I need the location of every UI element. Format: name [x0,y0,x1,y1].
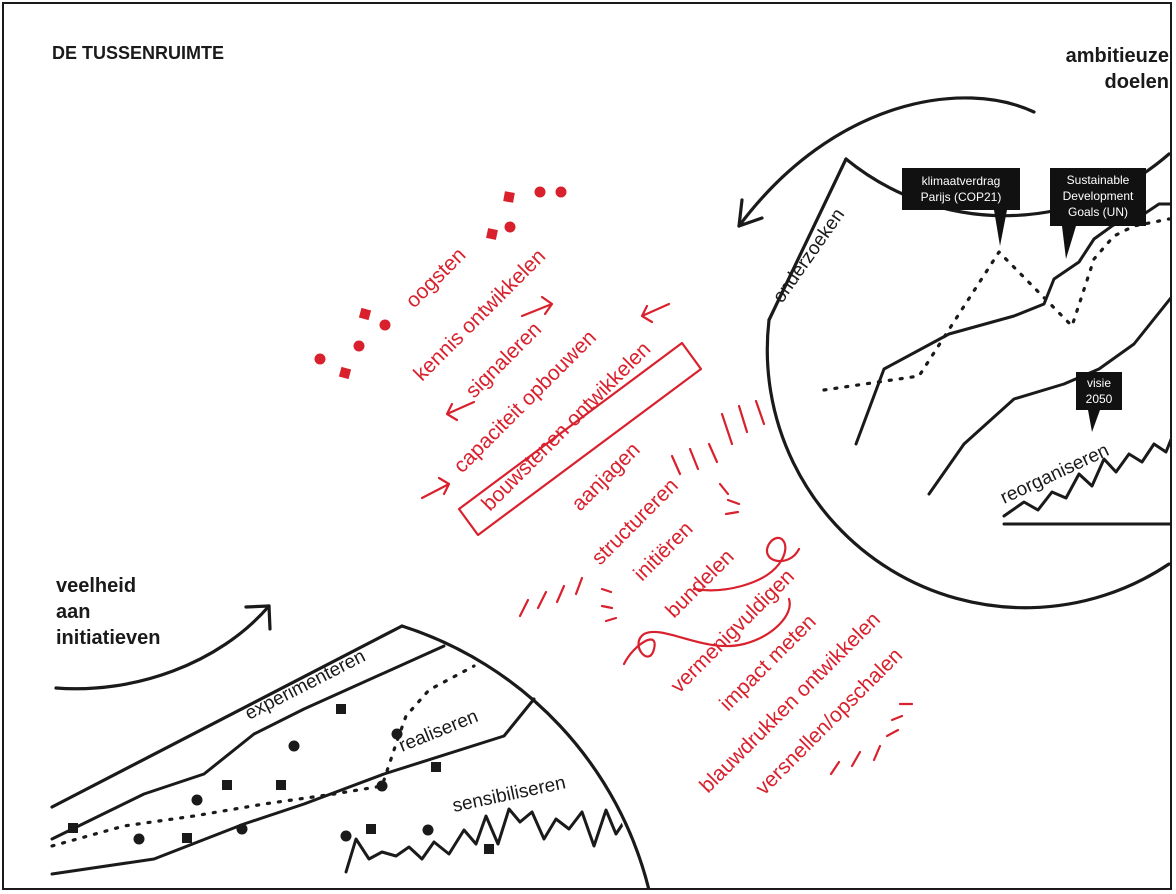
tick-marks-4 [520,578,582,616]
red-marker-dot [556,187,567,198]
arrow-signaleren-right [522,297,552,316]
marker-dot [289,741,300,752]
tag-climate: klimaatverdrag Parijs (COP21) [902,168,1020,246]
label-experimenteren: experimenteren [242,646,369,725]
tick-marks-6 [831,746,880,774]
marker-square [484,844,494,854]
arrow-capaciteit-right [422,478,449,498]
red-marker-dot [354,341,365,352]
tick-marks-3 [720,484,739,514]
marker-square [222,780,232,790]
marker-square [276,780,286,790]
tag-sdg: Sustainable Development Goals (UN) [1050,168,1146,259]
goals-label-line1: ambitieuze [1066,45,1169,67]
tag-sdg-line3: Goals (UN) [1068,205,1128,219]
label-onderzoeken: onderzoeken [769,205,849,307]
marker-square [182,833,192,843]
tag-visie-line2: 2050 [1086,392,1113,406]
tag-climate-line1: klimaatverdrag [922,174,1001,188]
tick-marks-7 [887,704,912,736]
goals-progress-line [856,204,1172,444]
marker-dot [237,824,248,835]
marker-dot [377,781,388,792]
tag-visie: visie 2050 [1076,372,1122,432]
diagram-title: DE TUSSENRUIMTE [52,43,224,63]
red-marker-square [503,191,515,203]
marker-square [366,824,376,834]
marker-square [431,762,441,772]
label-realiseren: realiseren [396,706,481,757]
diagram-canvas: DE TUSSENRUIMTE ambitieuze doelen veelhe… [4,4,1172,890]
tick-marks-2 [672,444,717,474]
marker-square [336,704,346,714]
marker-dot [423,825,434,836]
red-marker-dot [315,354,326,365]
tag-climate-line2: Parijs (COP21) [921,190,1002,204]
tag-sdg-line1: Sustainable [1067,173,1130,187]
initiatives-label-line2: aan [56,601,90,623]
marker-dot [192,795,203,806]
tick-marks-5 [602,589,616,621]
tag-visie-line1: visie [1087,376,1111,390]
sensibiliseren-zigzag [346,809,644,872]
marker-square [68,823,78,833]
red-marker-square [486,228,498,240]
activity-oogsten: oogsten [401,243,470,312]
tick-marks-1 [722,401,764,444]
initiatives-label-line1: veelheid [56,575,136,597]
arrow-signaleren-left [447,402,474,420]
red-marker-square [359,308,371,320]
arrow-capaciteit-left [642,304,669,322]
red-marker-dot [505,222,516,233]
marker-dot [341,831,352,842]
goals-label-line2: doelen [1105,71,1169,93]
red-marker-square [339,367,351,379]
red-marker-dot [380,320,391,331]
initiatives-label-line3: initiatieven [56,627,160,649]
red-marker-dot [535,187,546,198]
marker-dot [134,834,145,845]
goals-dotted-line [824,219,1169,390]
tag-sdg-line2: Development [1063,189,1134,203]
experimenteren-line-2 [52,646,444,839]
activity-aanjagen: aanjagen [567,438,644,515]
label-reorganiseren: reorganiseren [997,440,1112,509]
